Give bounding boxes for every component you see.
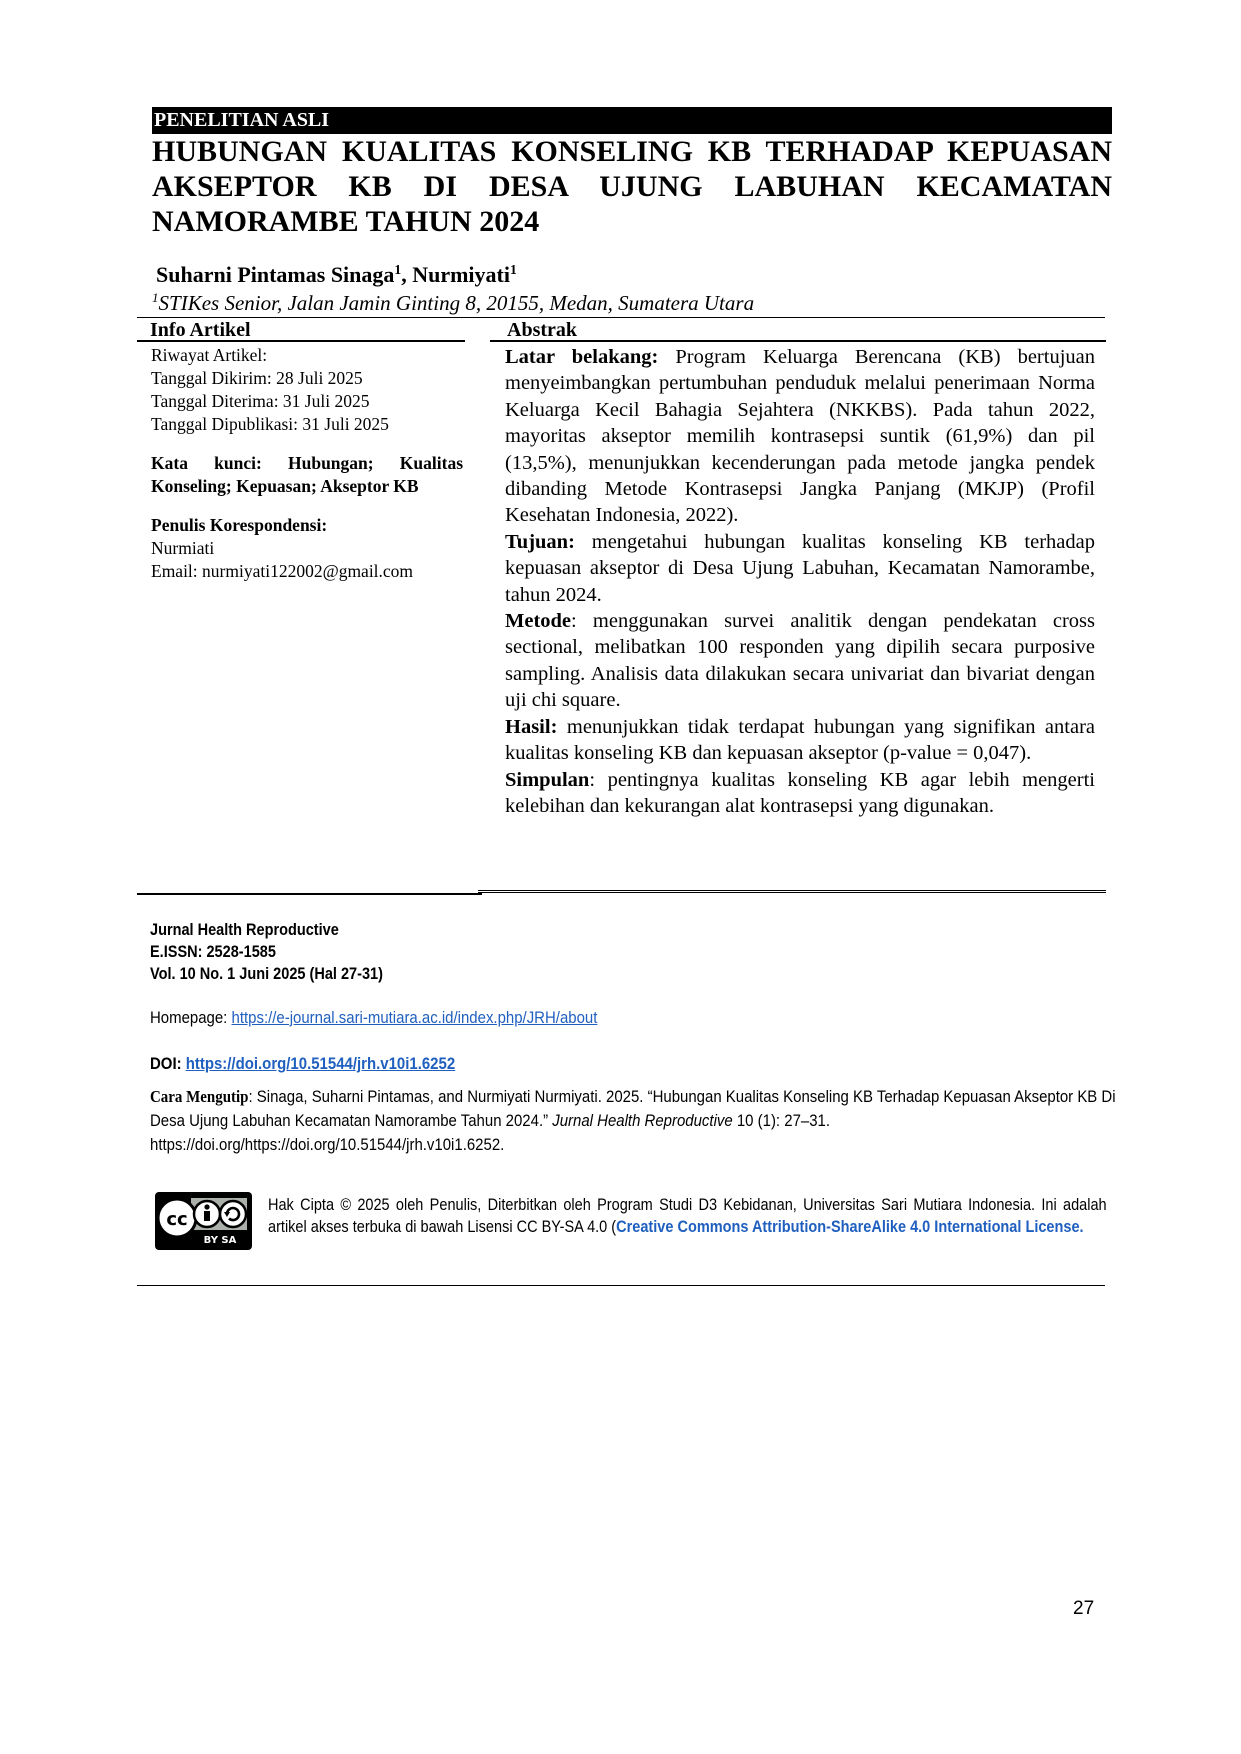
abstract-background: Latar belakang: Program Keluarga Berenca… <box>505 344 1095 529</box>
conclusion-text: : pentingnya kualitas konseling KB agar … <box>505 768 1095 817</box>
journal-eissn: E.ISSN: 2528-1585 <box>150 943 276 961</box>
article-title: HUBUNGAN KUALITAS KONSELING KB TERHADAP … <box>152 134 1112 239</box>
journal-name: Jurnal Health Reproductive <box>150 921 339 939</box>
citation-text-b: 10 (1): 27–31. https://doi.org/https://d… <box>150 1111 831 1154</box>
corresponding-name: Nurmiati <box>151 538 215 558</box>
abstract-bottom-rule <box>478 890 1106 895</box>
footer-divider <box>137 1285 1105 1286</box>
license-notice: Hak Cipta © 2025 oleh Penulis, Diterbitk… <box>268 1194 1107 1238</box>
date-accepted: Tanggal Diterima: 31 Juli 2025 <box>151 391 370 411</box>
date-submitted: Tanggal Dikirim: 28 Juli 2025 <box>151 368 363 388</box>
doi-link[interactable]: https://doi.org/10.51544/jrh.v10i1.6252 <box>185 1054 456 1073</box>
background-text: Program Keluarga Berencana (KB) bertujua… <box>505 346 1095 527</box>
homepage-line: Homepage: https://e-journal.sari-mutiara… <box>150 1008 597 1028</box>
result-label: Hasil: <box>505 715 558 738</box>
homepage-link[interactable]: https://e-journal.sari-mutiara.ac.id/ind… <box>231 1008 598 1027</box>
title-line-3: NAMORAMBE TAHUN 2024 <box>152 205 540 238</box>
journal-volume: Vol. 10 No. 1 Juni 2025 (Hal 27-31) <box>150 965 383 983</box>
title-line-1: HUBUNGAN KUALITAS KONSELING KB TERHADAP … <box>152 135 1112 168</box>
method-label: Metode <box>505 610 572 633</box>
result-text: menunjukkan tidak terdapat hubungan yang… <box>505 715 1095 765</box>
keywords: Kata kunci: Hubungan; Kualitas Konseling… <box>151 453 463 496</box>
author-separator: , <box>401 262 413 287</box>
article-info: Riwayat Artikel: Tanggal Dikirim: 28 Jul… <box>151 344 463 583</box>
author-1-affil-mark: 1 <box>394 261 402 277</box>
abstract-heading: Abstrak <box>507 319 578 341</box>
corresponding-email[interactable]: Email: nurmiyati122002@gmail.com <box>151 561 414 581</box>
section-label: PENELITIAN ASLI <box>152 107 1112 134</box>
citation-journal: Jurnal Health Reproductive <box>552 1111 733 1130</box>
affiliation-mark: 1 <box>152 290 159 306</box>
abstract-conclusion: Simpulan: pentingnya kualitas konseling … <box>505 767 1095 820</box>
history-label: Riwayat Artikel: <box>151 345 268 365</box>
license-text: Hak Cipta © 2025 oleh Penulis, Diterbitk… <box>268 1196 1107 1236</box>
cc-by-sa-license-badge[interactable]: cc BY SA <box>155 1192 252 1250</box>
abstract-result: Hasil: menunjukkan tidak terdapat hubung… <box>505 714 1095 767</box>
affiliation: 1STIKes Senior, Jalan Jamin Ginting 8, 2… <box>152 291 754 316</box>
author-list: Suharni Pintamas Sinaga1, Nurmiyati1 <box>156 262 517 288</box>
author-2: Nurmiyati <box>412 262 510 287</box>
abstract-heading-rule <box>490 340 1106 342</box>
doi-label: DOI: <box>150 1054 186 1073</box>
header-divider <box>137 317 1105 318</box>
journal-info: Jurnal Health Reproductive E.ISSN: 2528-… <box>150 919 383 985</box>
conclusion-label: Simpulan <box>505 768 590 791</box>
title-line-2: AKSEPTOR KB DI DESA UJUNG LABUHAN KECAMA… <box>152 170 1112 203</box>
abstract-method: Metode: menggunakan survei analitik deng… <box>505 608 1095 714</box>
author-2-affil-mark: 1 <box>509 261 517 277</box>
background-label: Latar belakang: <box>505 346 659 368</box>
svg-text:cc: cc <box>166 1209 187 1230</box>
method-text: : menggunakan survei analitik dengan pen… <box>505 610 1095 712</box>
author-1: Suharni Pintamas Sinaga <box>156 262 395 287</box>
license-link[interactable]: Creative Commons Attribution-ShareAlike … <box>616 1218 1084 1236</box>
info-heading: Info Artikel <box>150 319 251 341</box>
affiliation-text: STIKes Senior, Jalan Jamin Ginting 8, 20… <box>158 291 755 315</box>
info-heading-rule <box>137 340 465 342</box>
corresponding-label: Penulis Korespondensi: <box>151 515 328 535</box>
doi-line: DOI: https://doi.org/10.51544/jrh.v10i1.… <box>150 1054 455 1074</box>
info-bottom-rule <box>137 893 482 895</box>
date-published: Tanggal Dipublikasi: 31 Juli 2025 <box>151 414 389 434</box>
citation-label: Cara Mengutip <box>150 1087 249 1106</box>
homepage-label: Homepage: <box>150 1008 232 1027</box>
aim-text: mengetahui hubungan kualitas konseling K… <box>505 530 1095 606</box>
cc-badge-text: BY SA <box>204 1235 237 1246</box>
aim-label: Tujuan: <box>505 530 575 553</box>
citation-text-a: : Sinaga, Suharni Pintamas, and Nurmiyat… <box>150 1087 1116 1130</box>
page-number: 27 <box>1073 1598 1095 1619</box>
abstract-aim: Tujuan: mengetahui hubungan kualitas kon… <box>505 529 1095 608</box>
abstract-body: Latar belakang: Program Keluarga Berenca… <box>505 344 1095 819</box>
citation: Cara Mengutip: Sinaga, Suharni Pintamas,… <box>150 1085 1116 1157</box>
